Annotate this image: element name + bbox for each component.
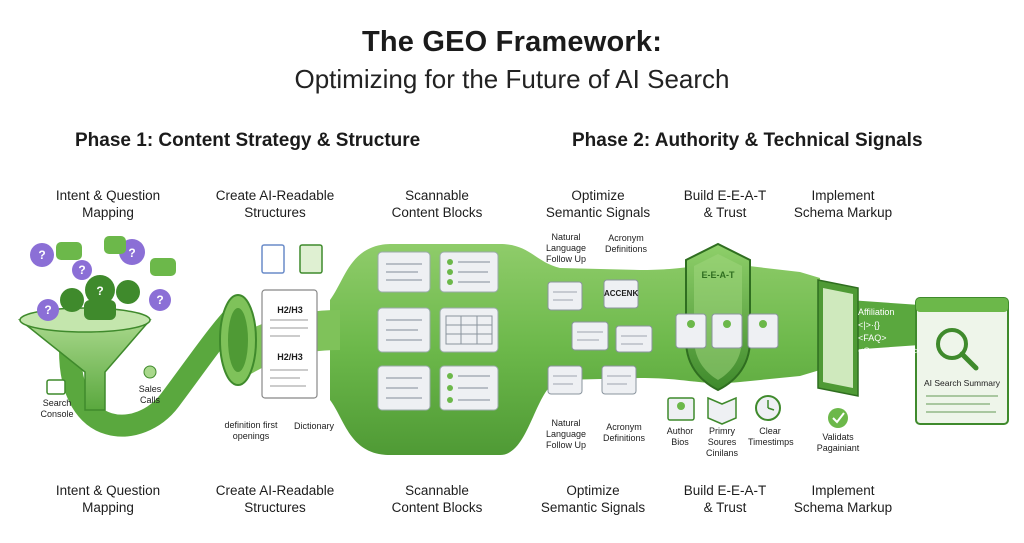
person-heads <box>60 275 140 320</box>
svg-text:?: ? <box>44 303 51 317</box>
step-eeat-top: Build E-E-A-T& Trust <box>683 188 767 220</box>
phase-2-heading: Phase 2: Authority & Technical Signals <box>572 130 923 151</box>
svg-text:?: ? <box>96 284 103 298</box>
funnel-pipe <box>59 299 251 437</box>
phase-1-heading: Phase 1: Content Strategy & Structure <box>75 130 421 151</box>
svg-text:?: ? <box>78 263 85 277</box>
table-icon <box>445 315 493 345</box>
primary-sources-icon <box>707 396 737 425</box>
validate-check-icon <box>828 408 848 428</box>
ai-search-summary-label: AI Search Summary <box>923 378 1001 388</box>
document-icon <box>261 244 285 274</box>
svg-text:?: ? <box>128 246 135 260</box>
svg-text:?: ? <box>38 248 45 262</box>
search-console-icon <box>46 379 66 395</box>
page-subtitle: Optimizing for the Future of AI Search <box>294 64 730 94</box>
ai-search-monitor <box>915 297 1009 425</box>
dictionary-label: Dictionary <box>293 421 334 431</box>
semantic-cards <box>547 279 653 395</box>
page-title: The GEO Framework: <box>361 26 663 58</box>
magnifier-icon <box>936 328 968 360</box>
h2h3-label-top: H2/H3 <box>277 305 303 315</box>
sales-calls-icon <box>143 365 157 379</box>
acronym-box-label: ACCENK <box>604 289 639 298</box>
chat-bubbles <box>56 236 176 276</box>
step-eeat-bottom: Build E-E-A-T& Trust <box>683 483 767 515</box>
schema-code-lines: Affiliation<|>·{}<FAQ><Organization> <box>858 307 920 356</box>
scroll-document <box>261 289 318 399</box>
dictionary-icon <box>299 244 323 274</box>
svg-text:?: ? <box>156 293 163 307</box>
eeat-cards <box>675 313 779 349</box>
eeat-shield-label: E-E-A-T <box>701 270 735 280</box>
h2h3-label-bottom: H2/H3 <box>277 352 303 362</box>
